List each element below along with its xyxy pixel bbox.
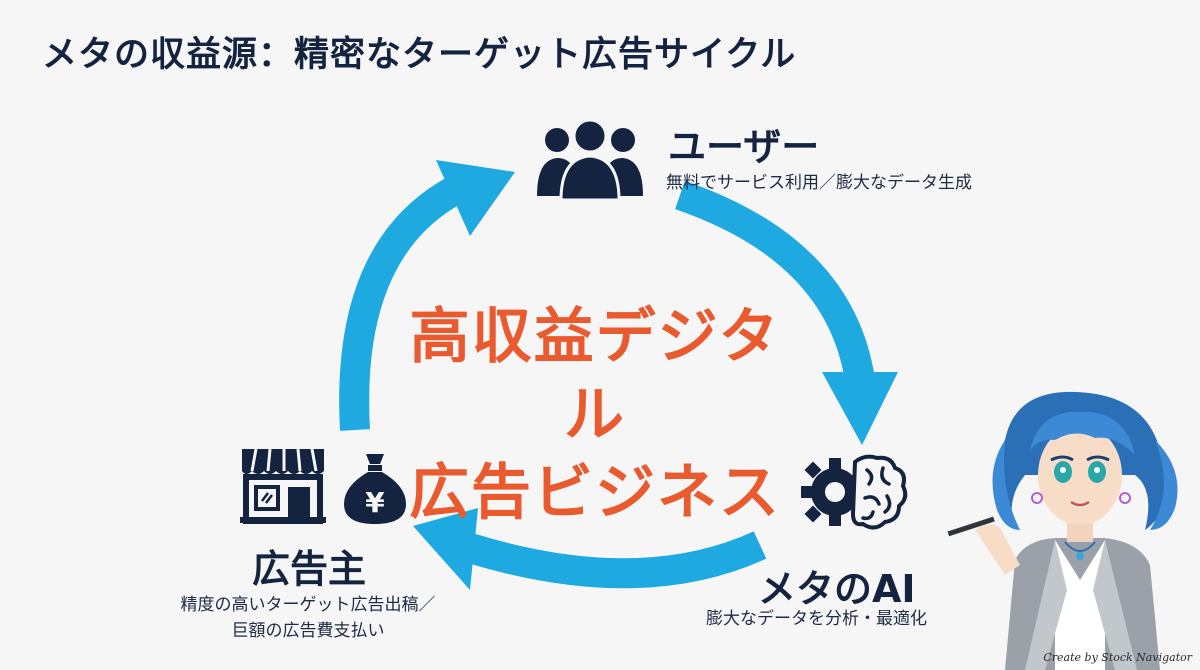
ai-subtitle: 膨大なデータを分析・最適化: [706, 609, 927, 629]
advertiser-subtitle-line-2: 巨額の広告費支払い: [231, 621, 385, 641]
credit-text: Create by Stock Navigator: [1043, 651, 1192, 664]
advertiser-title: 広告主: [252, 547, 367, 591]
storefront-icon: [240, 448, 326, 524]
presenter-character-illustration: [947, 391, 1178, 670]
center-line-2: 広告ビジネス: [409, 458, 781, 528]
center-headline: 高収益デジタル 広告ビジネス: [380, 298, 810, 532]
gear-brain-icon: [801, 454, 908, 530]
user-subtitle: 無料でサービス利用／膨大なデータ生成: [666, 173, 972, 193]
users-group-icon: [537, 118, 643, 200]
ai-title: メタのAI: [758, 567, 916, 611]
advertiser-subtitle-line-1: 精度の高いターゲット広告出稿／: [180, 595, 436, 615]
center-line-1: 高収益デジタル: [409, 302, 781, 450]
arrow-advertiser-to-user: [339, 160, 515, 431]
arrow-user-to-ai: [675, 180, 898, 445]
arrow-ai-to-advertiser: [413, 508, 767, 590]
advertiser-subtitle: 精度の高いターゲット広告出稿／ 巨額の広告費支払い: [148, 592, 468, 644]
yen-money-bag-icon: ¥: [344, 454, 406, 524]
user-title: ユーザー: [668, 125, 820, 169]
svg-text:¥: ¥: [365, 486, 385, 519]
page-title: メタの収益源：精密なターゲット広告サイクル: [42, 35, 797, 75]
